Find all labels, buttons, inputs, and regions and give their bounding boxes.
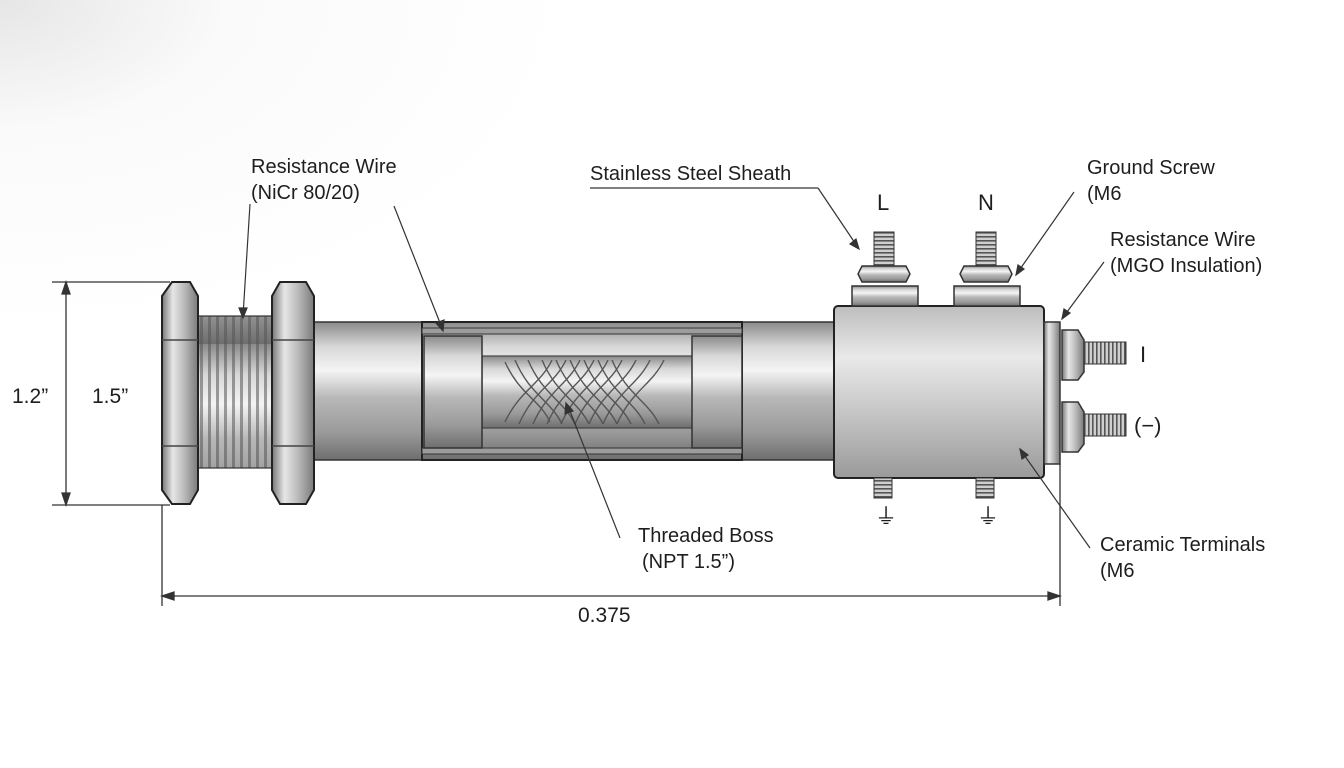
bottom-terminal-studs [873, 477, 995, 499]
label-resistance-wire-left: Resistance Wire (NiCr 80/20) [251, 154, 397, 206]
terminal-block [833, 285, 1061, 479]
dimension-lines [52, 279, 1063, 606]
dimension-inner-height: 1.5” [92, 385, 129, 408]
label-line: Resistance Wire [251, 156, 397, 178]
label-ceramic-terminals: Ceramic Terminals (M6 [1100, 532, 1265, 584]
dimension-overall-length: 0.375 [578, 604, 631, 627]
threaded-boss [161, 281, 315, 505]
label-resistance-wire-right: Resistance Wire (MGO Insulation) [1110, 227, 1262, 279]
label-line: (NiCr 80/20) [251, 182, 360, 204]
right-terminal-studs [1061, 329, 1127, 453]
terminal-label-n: N [978, 190, 994, 215]
leader-lines [238, 187, 1105, 549]
ground-symbol-right: ⏚ [977, 504, 1000, 529]
terminal-label-right-top: I [1140, 342, 1147, 367]
sheath-tube [299, 321, 836, 461]
dimension-outer-height: 1.2” [12, 385, 49, 408]
label-line: (M6 [1100, 560, 1135, 582]
label-ground-screw: Ground Screw (M6 [1087, 155, 1215, 207]
label-threaded-boss: Threaded Boss (NPT 1.5”) [638, 523, 774, 575]
label-line: Resistance Wire [1110, 229, 1256, 251]
label-line: (MGO Insulation) [1110, 255, 1263, 277]
label-line: (NPT 1.5”) [642, 551, 735, 573]
label-line: Ground Screw [1087, 157, 1215, 179]
label-stainless-steel-sheath: Stainless Steel Sheath [590, 163, 792, 185]
label-line: (M6 [1087, 183, 1122, 205]
top-terminal-studs [857, 231, 1013, 283]
terminal-label-right-bottom: (−) [1134, 413, 1162, 438]
ground-symbol-left: ⏚ [875, 504, 898, 529]
label-line: Ceramic Terminals [1100, 534, 1266, 556]
terminal-label-l: L [877, 190, 890, 215]
label-line: Threaded Boss [638, 525, 774, 547]
resistance-coil [504, 359, 665, 425]
